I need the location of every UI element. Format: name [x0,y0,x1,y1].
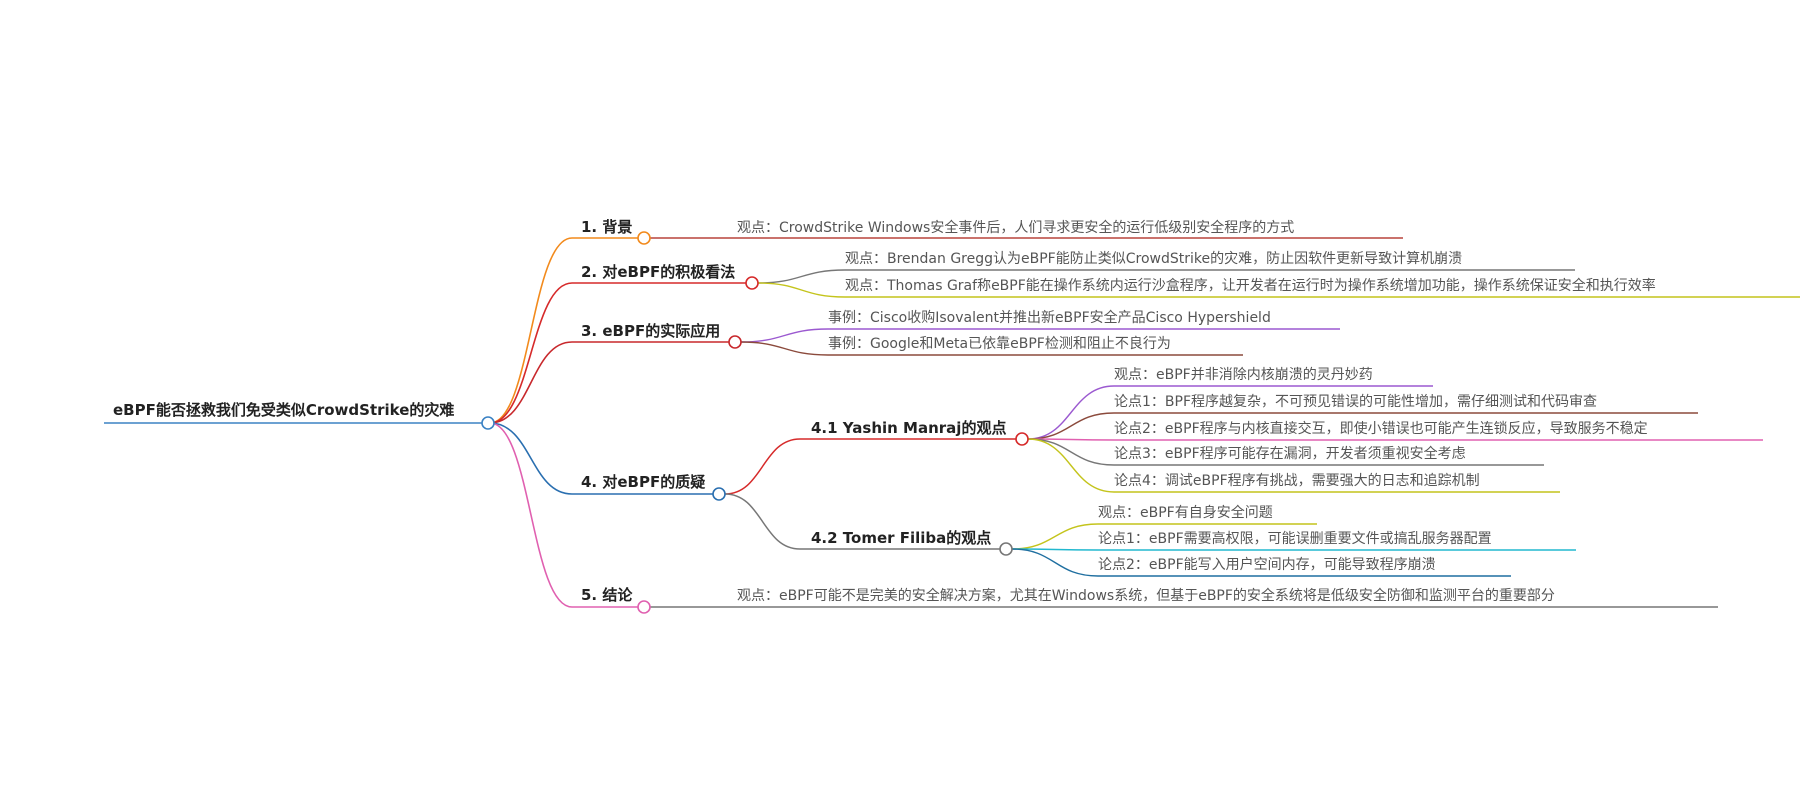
edge-branch-2-leaf-2 [757,282,846,298]
leaf-yashin-point-3[interactable]: 论点3：eBPF程序可能存在漏洞，开发者须重视安全考虑 [1114,446,1466,462]
edge-doubts-sub-2 [724,493,801,550]
leaf-yashin-point-4[interactable]: 论点4：调试eBPF程序有挑战，需要强大的日志和追踪机制 [1114,473,1480,489]
branch-4-toggle-icon[interactable] [712,487,726,501]
branch-5-toggle-icon[interactable] [637,600,651,614]
edge-sub-1-leaf-1 [1027,385,1115,440]
sub-1-toggle-icon[interactable] [1015,432,1029,446]
branch-applications[interactable]: 3. eBPF的实际应用 [581,322,721,340]
root-toggle-icon[interactable] [481,416,495,430]
edge-branch-2-leaf-1 [757,269,846,284]
edge-root-branch-4 [489,422,573,495]
branch-background[interactable]: 1. 背景 [581,218,633,236]
edge-branch-3-leaf-1 [740,328,829,343]
leaf-brendan-gregg-view[interactable]: 观点：Brendan Gregg认为eBPF能防止类似CrowdStrike的灾… [845,251,1463,267]
leaf-tomer-view[interactable]: 观点：eBPF有自身安全问题 [1098,505,1273,521]
leaf-yashin-point-1[interactable]: 论点1：BPF程序越复杂，不可预见错误的可能性增加，需仔细测试和代码审查 [1114,394,1598,410]
leaf-yashin-point-2[interactable]: 论点2：eBPF程序与内核直接交互，即使小错误也可能产生连锁反应，导致服务不稳定 [1114,421,1648,437]
edge-sub-1-leaf-4 [1027,438,1115,466]
subbranch-yashin-manraj[interactable]: 4.1 Yashin Manraj的观点 [811,419,1007,437]
edge-root-branch-1 [489,237,573,424]
edge-root-branch-2 [489,282,573,424]
edge-sub-2-leaf-1 [1011,523,1099,550]
leaf-yashin-view[interactable]: 观点：eBPF并非消除内核崩溃的灵丹妙药 [1114,367,1373,383]
edge-sub-1-leaf-2 [1027,412,1115,440]
subbranch-tomer-filiba[interactable]: 4.2 Tomer Filiba的观点 [811,529,992,547]
leaf-tomer-point-2[interactable]: 论点2：eBPF能写入用户空间内存，可能导致程序崩溃 [1098,557,1436,573]
leaf-tomer-point-1[interactable]: 论点1：eBPF需要高权限，可能误删重要文件或搞乱服务器配置 [1098,531,1492,547]
leaf-thomas-graf-view[interactable]: 观点：Thomas Graf称eBPF能在操作系统内运行沙盒程序，让开发者在运行… [845,278,1656,294]
leaf-google-meta-example[interactable]: 事例：Google和Meta已依靠eBPF检测和阻止不良行为 [828,336,1171,352]
branch-1-toggle-icon[interactable] [637,231,651,245]
edge-sub-2-leaf-3 [1011,548,1099,577]
edge-sub-1-leaf-5 [1027,438,1115,493]
sub-2-toggle-icon[interactable] [999,542,1013,556]
edge-root-branch-5 [489,422,573,608]
leaf-conclusion-view[interactable]: 观点：eBPF可能不是完美的安全解决方案，尤其在Windows系统，但基于eBP… [737,588,1555,604]
branch-3-toggle-icon[interactable] [728,335,742,349]
edge-root-branch-3 [489,341,573,424]
branch-doubts[interactable]: 4. 对eBPF的质疑 [581,473,706,491]
branch-conclusion[interactable]: 5. 结论 [581,586,633,604]
leaf-background-view[interactable]: 观点：CrowdStrike Windows安全事件后，人们寻求更安全的运行低级… [737,220,1295,236]
edge-sub-2-leaf-2 [1011,548,1099,551]
edge-sub-1-leaf-3 [1027,438,1115,441]
edge-doubts-sub-1 [724,438,801,495]
edge-branch-3-leaf-2 [740,341,829,356]
leaf-cisco-example[interactable]: 事例：Cisco收购Isovalent并推出新eBPF安全产品Cisco Hyp… [828,310,1271,326]
branch-2-toggle-icon[interactable] [745,276,759,290]
root-topic[interactable]: eBPF能否拯救我们免受类似CrowdStrike的灾难 [113,401,455,419]
branch-positive-views[interactable]: 2. 对eBPF的积极看法 [581,263,736,281]
